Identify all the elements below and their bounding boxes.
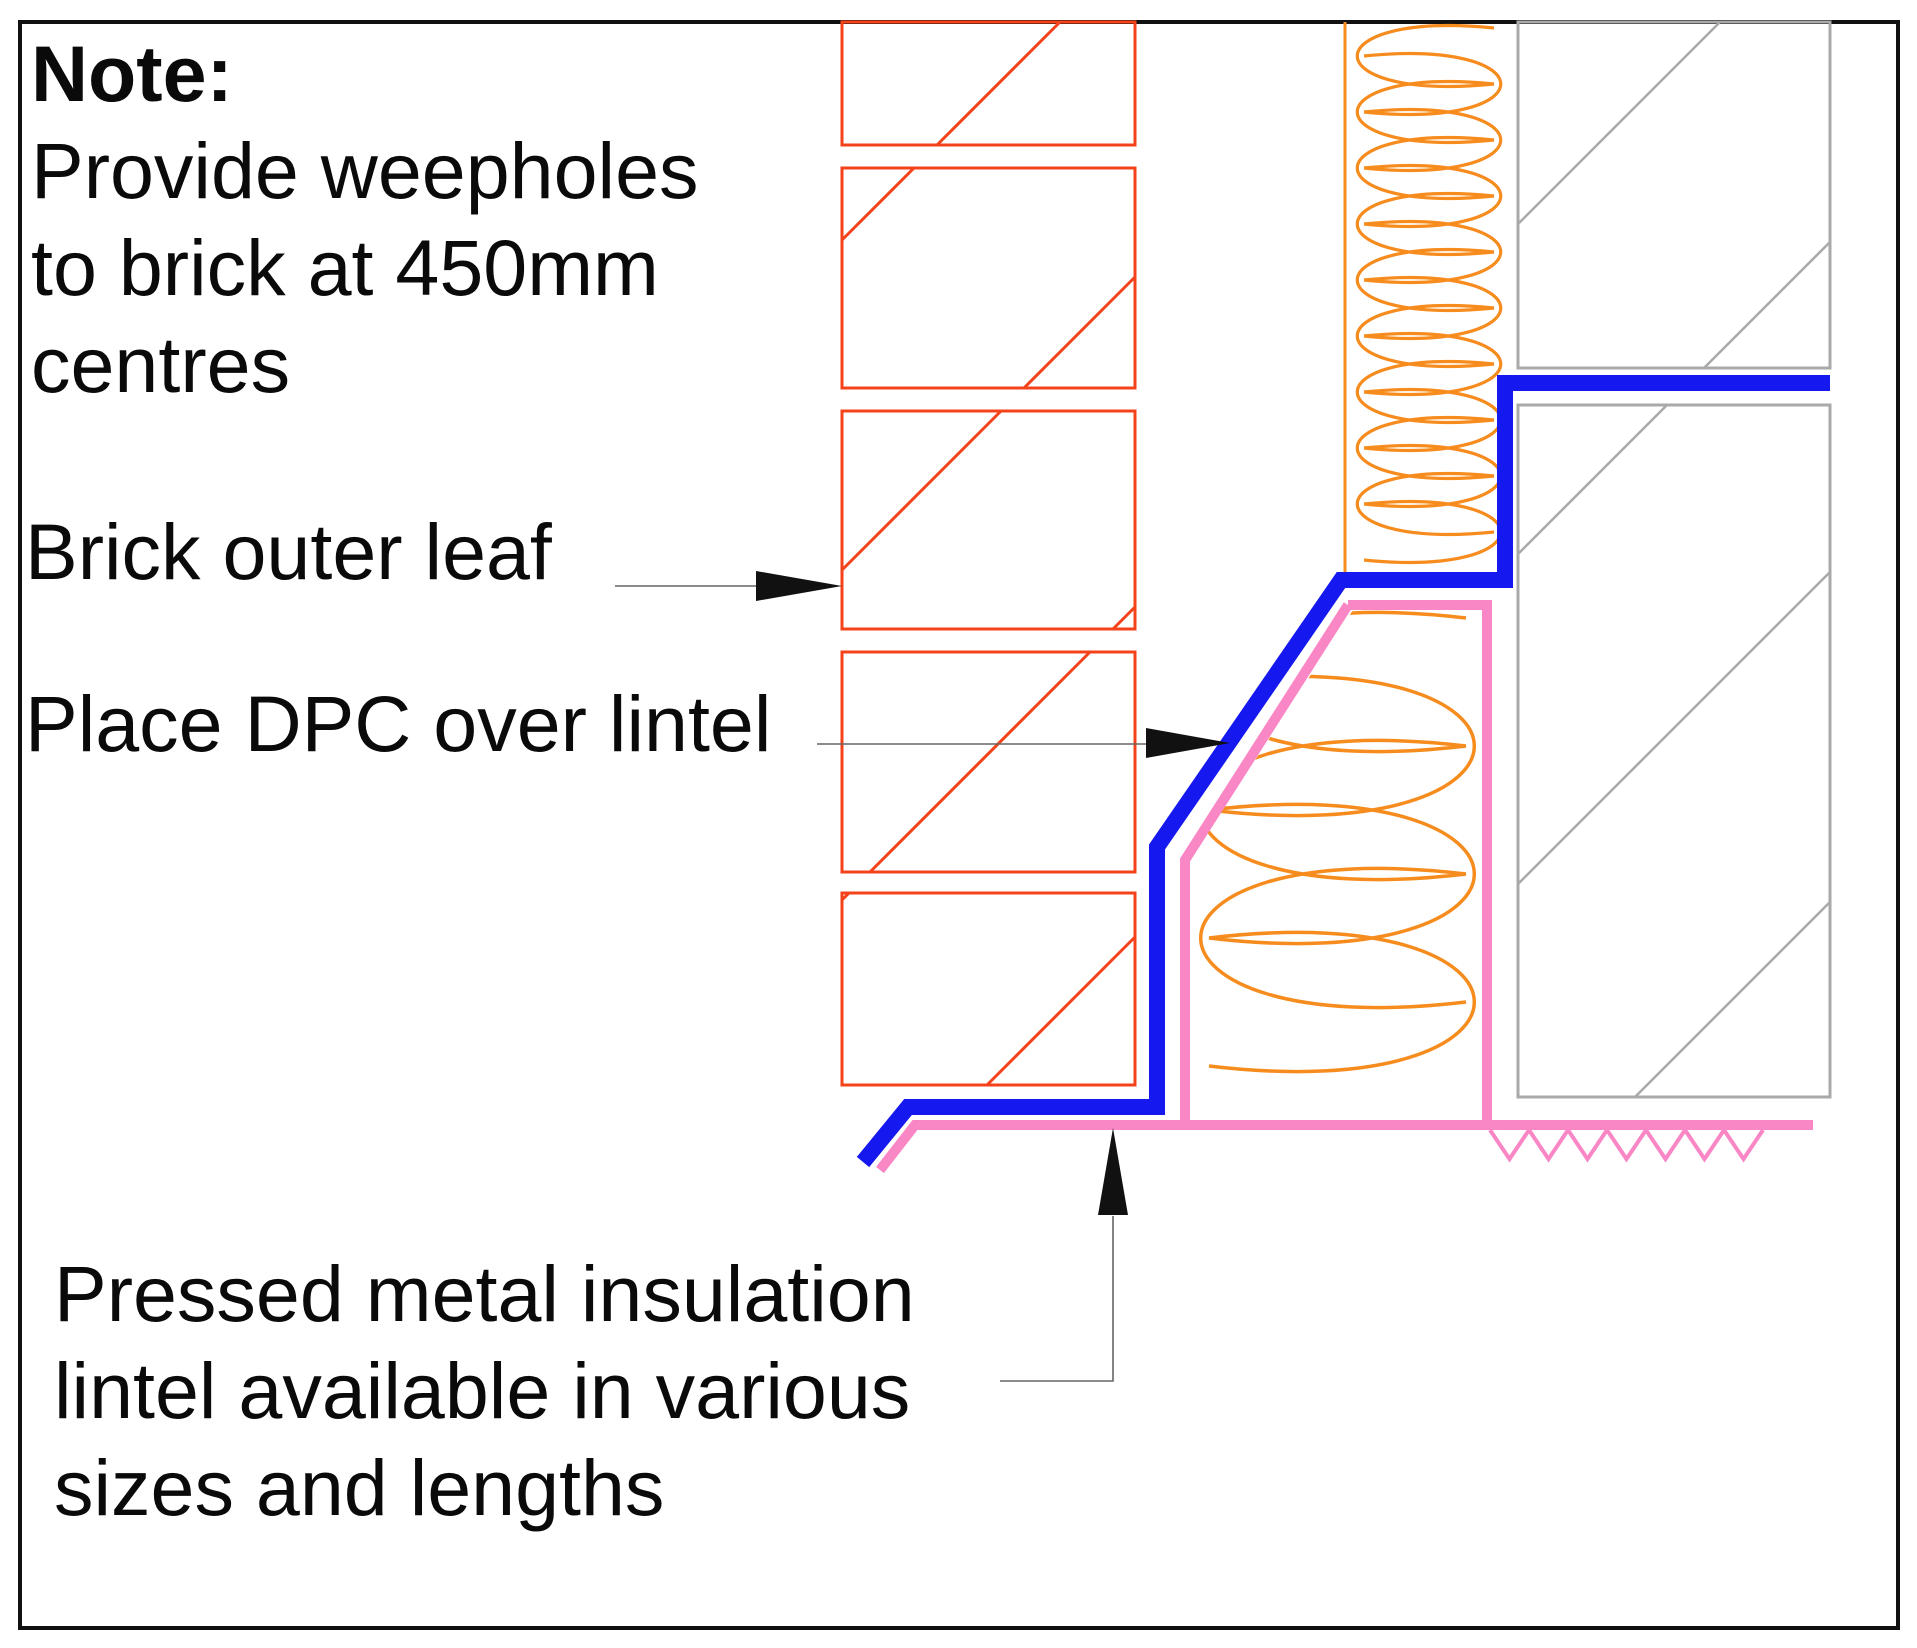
brick-outer-leaf-unit bbox=[840, 650, 1137, 874]
lintel-bottom-flange bbox=[876, 1120, 1813, 1174]
inner-leaf-block-upper bbox=[1516, 20, 1832, 370]
block-hatch-line bbox=[1703, 241, 1831, 369]
pressed-line: Pressed metal insulation bbox=[54, 1249, 915, 1338]
label-pressed-metal-lintel: Pressed metal insulation lintel availabl… bbox=[54, 1245, 915, 1536]
note-line: centres bbox=[31, 320, 291, 409]
brick-hatch-line bbox=[935, 20, 1062, 147]
dpc-line bbox=[856, 375, 1830, 1168]
brick-outer-leaf-unit bbox=[840, 409, 1137, 631]
note-line: to brick at 450mm bbox=[31, 223, 659, 312]
pressed-line: sizes and lengths bbox=[54, 1443, 665, 1532]
insulation-batt-cavity bbox=[1355, 23, 1503, 565]
label-brick-outer-leaf: Brick outer leaf bbox=[25, 507, 552, 596]
brick-outer-leaf-unit bbox=[840, 20, 1137, 147]
lintel-top-right-edge bbox=[1348, 600, 1492, 1125]
brick-hatch-line bbox=[840, 891, 851, 902]
label-place-dpc-over-lintel: Place DPC over lintel bbox=[25, 679, 772, 768]
lintel-zigzag-teeth bbox=[1488, 1126, 1765, 1163]
brick-hatch-line bbox=[840, 409, 1003, 572]
brick-hatch-line bbox=[985, 935, 1137, 1087]
brick-hatch-line bbox=[1111, 605, 1137, 631]
brick-outer-leaf-unit bbox=[840, 166, 1137, 390]
block-hatch-line bbox=[1517, 21, 1721, 225]
note-line: Provide weepholes bbox=[31, 126, 699, 215]
block-hatch-line bbox=[1634, 901, 1831, 1098]
note-block: Note: Provide weepholes to brick at 450m… bbox=[31, 25, 699, 413]
inner-leaf-block-lower bbox=[1516, 403, 1832, 1099]
leader-pressed-metal bbox=[1000, 1216, 1114, 1382]
arrowhead-brick-outer-leaf bbox=[756, 571, 842, 601]
block-hatch-line bbox=[1517, 571, 1831, 885]
brick-hatch-line bbox=[840, 166, 916, 242]
brick-hatch-line bbox=[868, 650, 1092, 874]
brick-hatch-line bbox=[1022, 275, 1137, 390]
block-hatch-line bbox=[1517, 404, 1668, 555]
note-heading: Note: bbox=[31, 29, 233, 118]
insulation-batt-lintel bbox=[1199, 610, 1476, 1074]
pressed-line: lintel available in various bbox=[54, 1346, 911, 1435]
brick-outer-leaf-unit bbox=[840, 891, 1137, 1087]
arrowhead-pressed-metal bbox=[1098, 1128, 1128, 1215]
arrowhead-place-dpc bbox=[1146, 728, 1230, 758]
lintel-sloped-left-edge bbox=[1180, 602, 1353, 1125]
